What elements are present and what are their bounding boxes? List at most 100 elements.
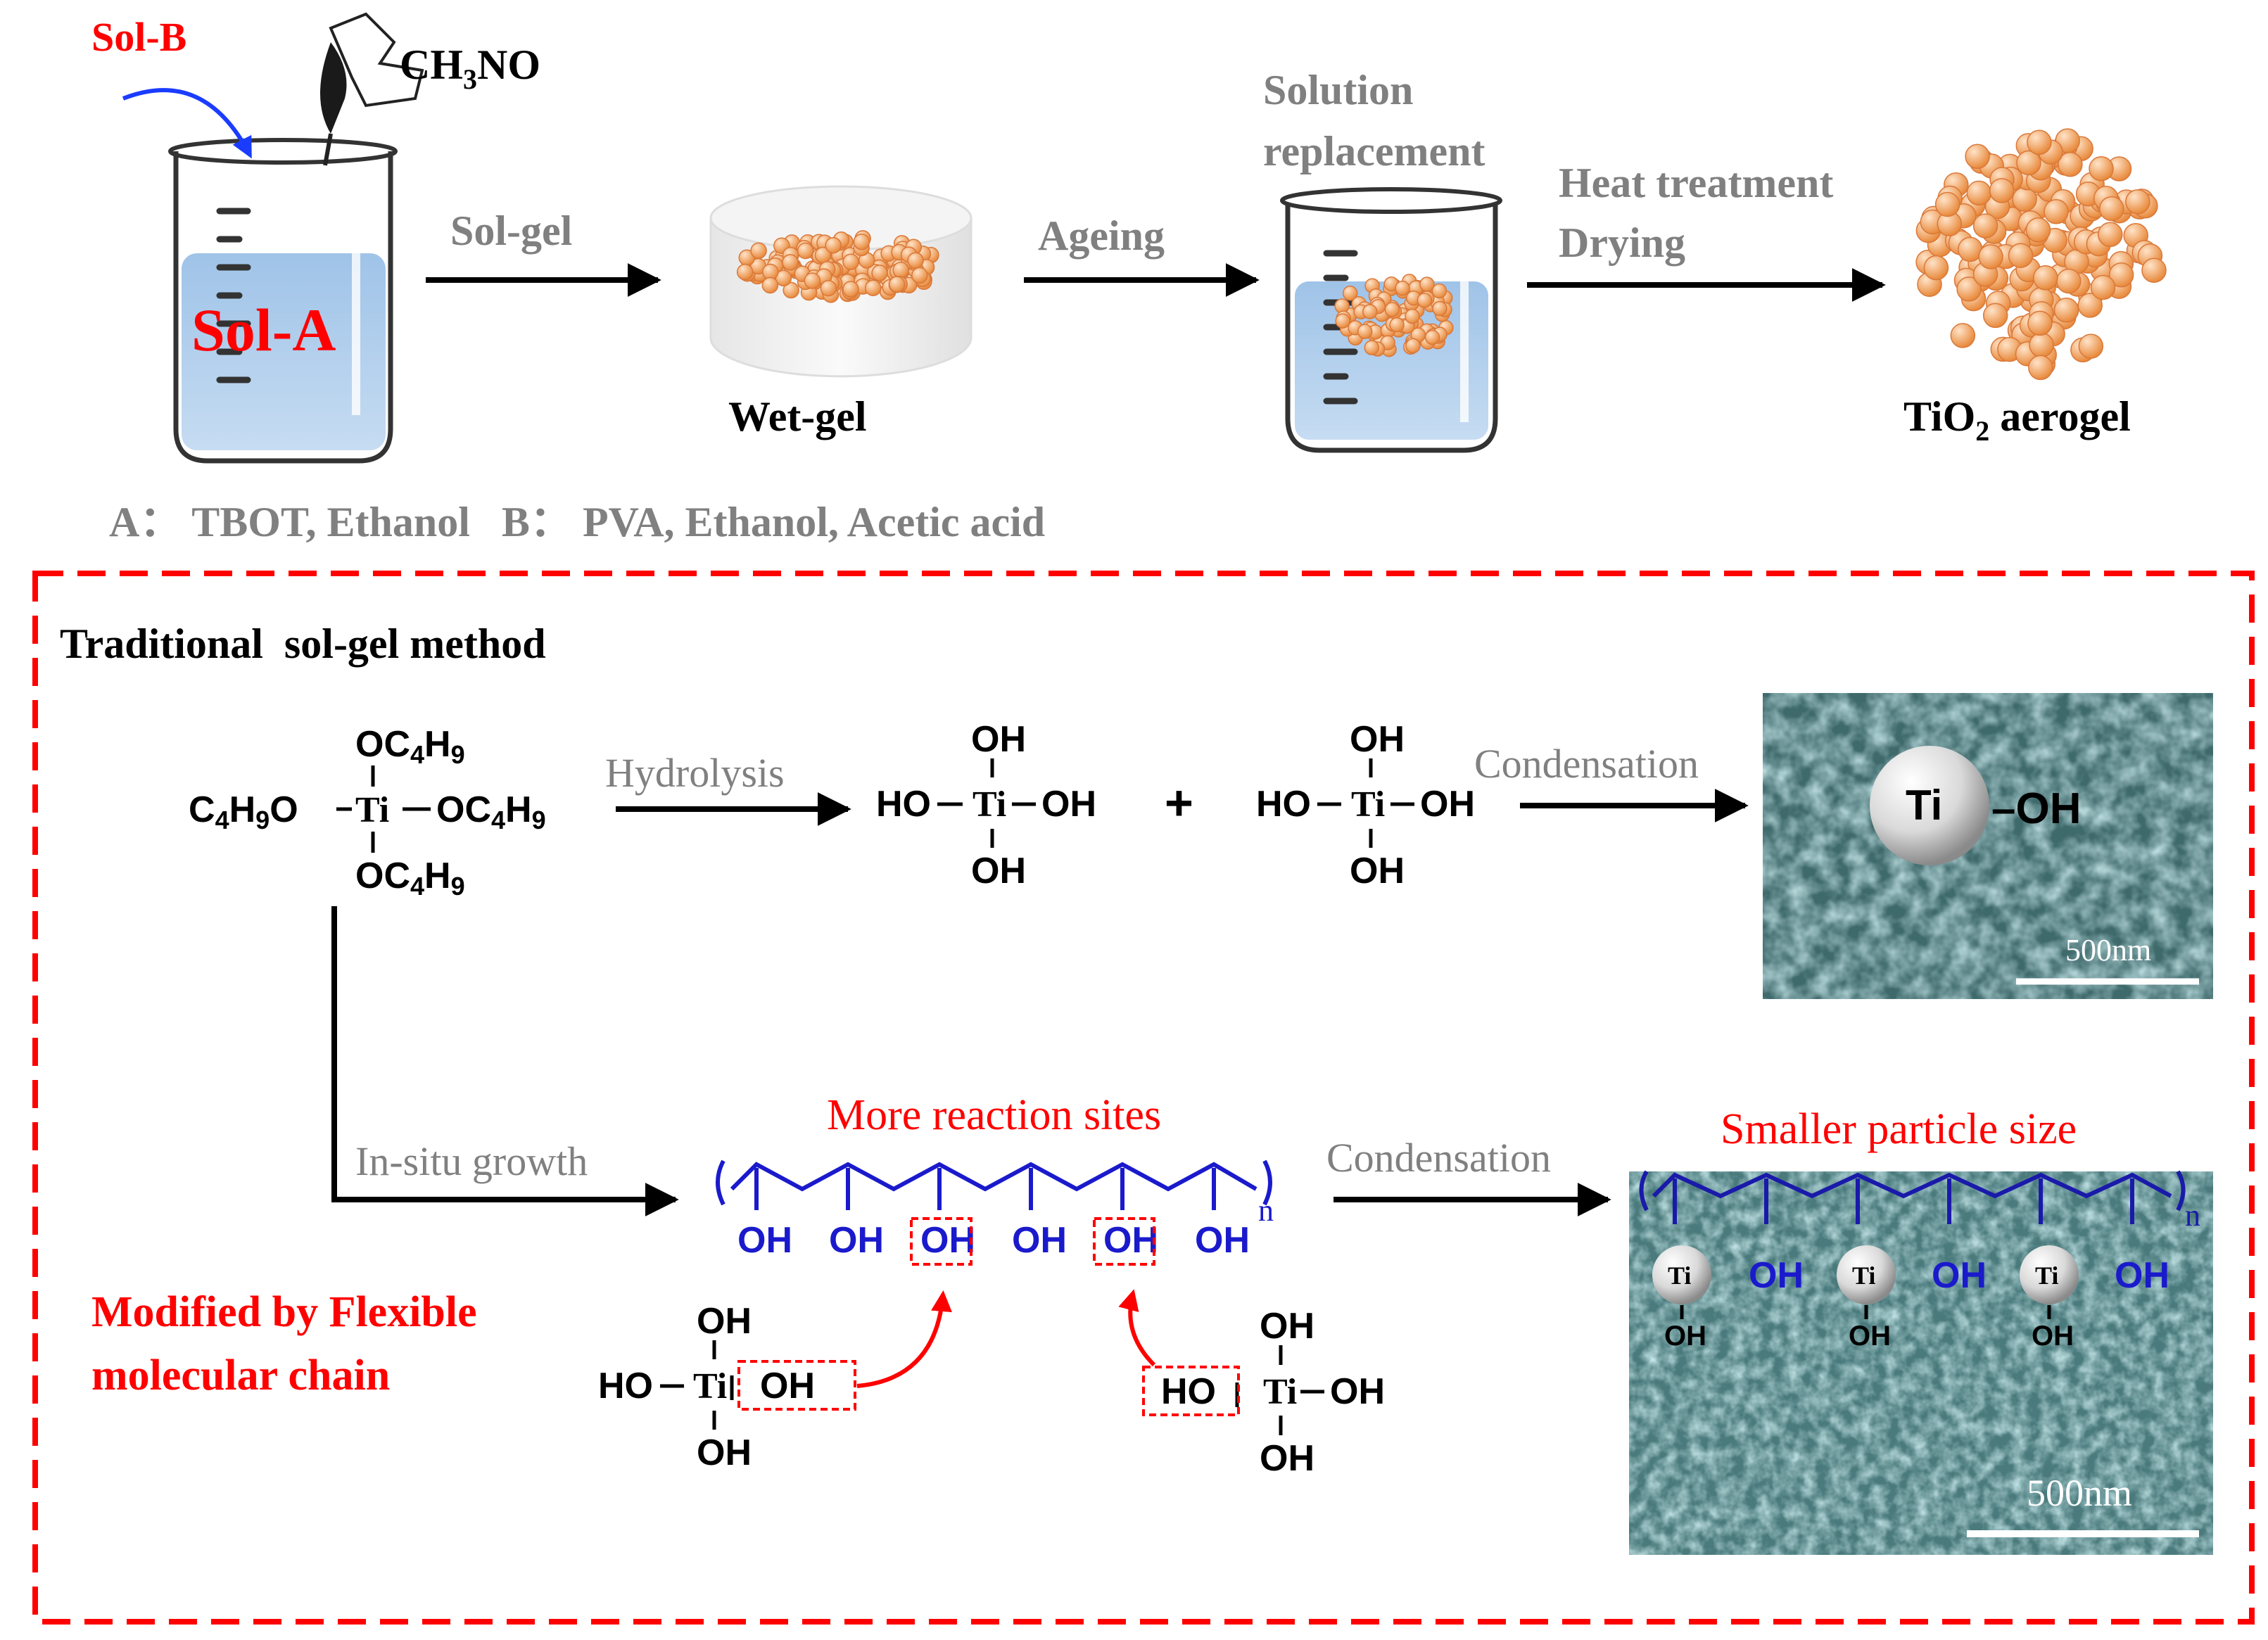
scale-bar-label-2: 500nm (2027, 1472, 2132, 1514)
particle (2099, 196, 2124, 222)
step-sol-gel-label: Sol-gel (450, 208, 572, 254)
particle (1424, 329, 1440, 345)
particle (1357, 324, 1373, 339)
tioh4-molecule-2: OH HO Ti OH OH (1256, 719, 1475, 891)
particle (1384, 302, 1400, 317)
particle (907, 252, 924, 269)
svg-text:OH: OH (1849, 1321, 1891, 1352)
particle (761, 276, 779, 294)
particle (2016, 150, 2041, 176)
wet-gel-label: Wet-gel (728, 393, 867, 440)
particle (1405, 338, 1421, 354)
particle (2028, 355, 2053, 381)
svg-text:n: n (1258, 1193, 1274, 1228)
particle (2077, 293, 2103, 318)
particle (1989, 178, 2015, 203)
particle (1419, 276, 1435, 292)
particle (2058, 151, 2083, 177)
particle (1389, 317, 1405, 333)
particle (2108, 262, 2134, 288)
particle (1982, 303, 2008, 329)
particle (1950, 323, 1976, 348)
svg-text:OH: OH (1664, 1321, 1706, 1352)
svg-text:OH: OH (2032, 1321, 2074, 1352)
particle (911, 267, 928, 284)
svg-text:OH: OH (2115, 1255, 2169, 1296)
svg-text:OH: OH (697, 1301, 752, 1342)
particle (2125, 189, 2150, 215)
particle (782, 254, 799, 271)
particle (1335, 313, 1350, 329)
plus-sign: + (1165, 775, 1193, 830)
method-box (32, 571, 2255, 1625)
svg-text:Ti: Ti (1263, 1372, 1297, 1412)
tbot-structure: OC4H9 C4H9O Ti OC4H9 OC4H9 (189, 724, 546, 901)
scale-bar-label-1: 500nm (2065, 933, 2151, 967)
svg-text:OH: OH (971, 851, 1026, 891)
particle (1342, 285, 1358, 301)
particle (1978, 244, 2003, 269)
svg-text:Ti: Ti (973, 784, 1006, 825)
particle (1431, 283, 1447, 299)
svg-text:OH: OH (1103, 1220, 1158, 1261)
in-situ-label: In-situ growth (355, 1138, 588, 1184)
ti-oh-label: –OH (1991, 784, 2081, 833)
svg-text:Ti: Ti (355, 790, 389, 830)
particle (1432, 300, 1447, 317)
svg-text:OH: OH (1932, 1255, 1987, 1296)
particle (1934, 191, 1960, 217)
particle (2098, 222, 2123, 248)
particle (825, 236, 842, 254)
svg-text:OH: OH (1041, 784, 1096, 825)
particle (804, 272, 821, 289)
wet-gel-cylinder (709, 185, 973, 378)
sol-a-label: Sol-A (191, 296, 336, 364)
tioh4-molecule-1: OH HO Ti OH OH (876, 719, 1096, 891)
particle (2089, 156, 2114, 182)
particle (888, 276, 906, 293)
svg-text:OH: OH (1749, 1255, 1804, 1296)
svg-text:OC4H9: OC4H9 (355, 724, 465, 769)
tio2-aerogel-label: TiO2 aerogel (1903, 393, 2131, 447)
beaker-solution-replacement (1280, 187, 1502, 453)
pipette-icon (320, 12, 424, 166)
step-drying-label: Drying (1559, 220, 1685, 266)
particle (1966, 180, 1992, 206)
svg-text:OH: OH (971, 719, 1026, 760)
svg-text:Ti: Ti (1351, 784, 1385, 825)
condensation-label-1: Condensation (1474, 741, 1699, 787)
ch3no-label: CH3NO (400, 42, 540, 95)
particle (842, 253, 859, 270)
svg-text:n: n (2185, 1198, 2200, 1233)
condensation-label-2: Condensation (1326, 1135, 1551, 1181)
reagent-legend: A： TBOT, Ethanol B： PVA, Ethanol, Acetic… (109, 499, 1045, 545)
svg-text:OH: OH (1420, 784, 1475, 825)
svg-text:OH: OH (1330, 1371, 1385, 1412)
ti-particle-icon (1870, 746, 1989, 865)
svg-text:Ti: Ti (1668, 1261, 1691, 1290)
svg-text:OH: OH (920, 1220, 975, 1261)
particle (2090, 274, 2116, 300)
modified-label-2: molecular chain (91, 1352, 390, 1399)
svg-text:OH: OH (1260, 1438, 1314, 1479)
particle (1405, 308, 1420, 324)
particle (1923, 255, 1949, 281)
particle (2053, 298, 2079, 323)
arrow-in-situ (331, 906, 679, 1216)
svg-text:OH: OH (1350, 851, 1405, 891)
particle (2033, 265, 2058, 291)
step-heat-label: Heat treatment (1559, 160, 1833, 206)
smaller-size-label: Smaller particle size (1721, 1105, 2077, 1153)
particle (1956, 276, 1982, 302)
svg-text:Ti: Ti (2035, 1261, 2058, 1290)
svg-text:HO: HO (1256, 784, 1311, 825)
particle (1972, 213, 1998, 239)
particle (871, 265, 888, 281)
particle (1364, 340, 1380, 355)
particle (865, 279, 882, 296)
svg-text:C4H9O: C4H9O (189, 789, 298, 834)
svg-text:OH: OH (1195, 1220, 1250, 1261)
particle (1362, 304, 1378, 319)
